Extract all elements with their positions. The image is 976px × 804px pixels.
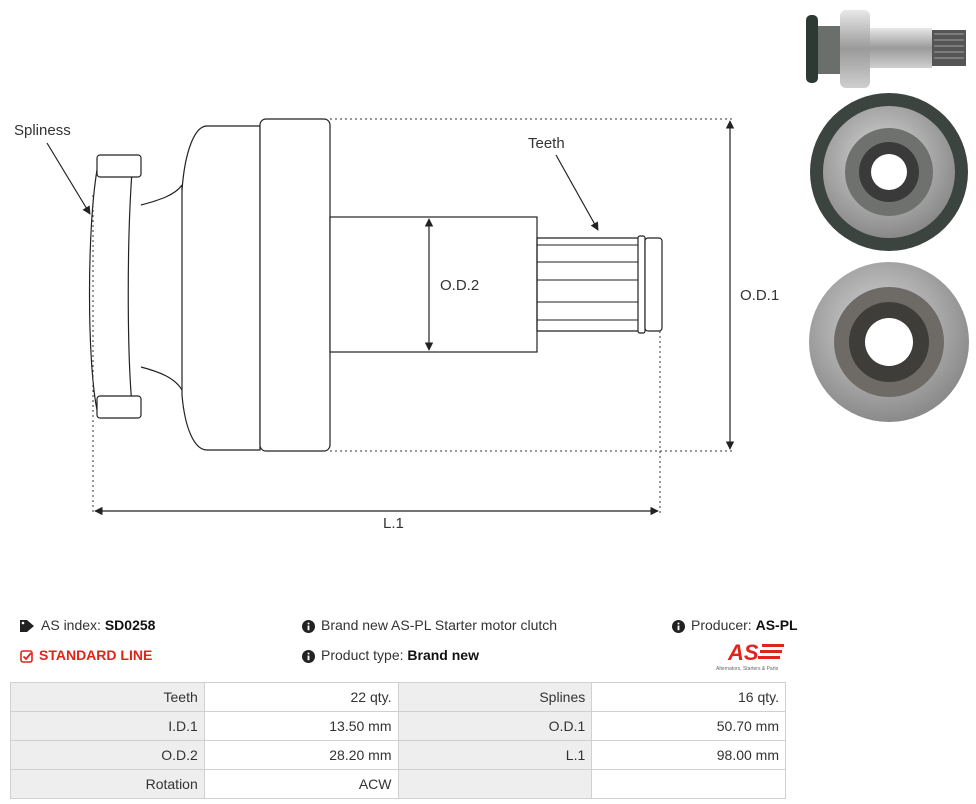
spec-value: 13.50 mm (203, 711, 399, 741)
product-type-label: Product type: (321, 647, 404, 663)
spec-value: 16 qty. (591, 682, 786, 712)
spliness-leader (46, 142, 91, 215)
product-type: Product type: Brand new (302, 647, 479, 663)
spec-key (397, 769, 593, 799)
spec-key: Teeth (10, 682, 205, 712)
table-row: Teeth 22 qty. Splines 16 qty. (10, 682, 786, 712)
logo-icon: AS (727, 640, 784, 665)
table-row: Rotation ACW (10, 769, 786, 799)
spec-key: Rotation (10, 769, 205, 799)
photo-rear-view (810, 93, 968, 251)
label-teeth: Teeth (528, 135, 565, 152)
label-l1: L.1 (383, 515, 404, 532)
info-circle-icon (302, 619, 315, 633)
spec-value: 50.70 mm (591, 711, 786, 741)
description-text: Brand new AS-PL Starter motor clutch (321, 617, 558, 633)
spec-key: O.D.1 (397, 711, 593, 741)
producer-label: Producer: (691, 617, 752, 633)
info-circle-icon (672, 619, 685, 633)
specs-table: Teeth 22 qty. Splines 16 qty. I.D.1 13.5… (10, 682, 786, 799)
product-photos (806, 10, 969, 422)
producer: Producer: AS-PL (672, 617, 798, 633)
tags-icon (20, 620, 34, 633)
photo-front-view (809, 262, 969, 422)
label-od1: O.D.1 (740, 287, 779, 304)
description: Brand new AS-PL Starter motor clutch (302, 617, 557, 633)
as-index-value: SD0258 (104, 617, 156, 633)
spec-value: 28.20 mm (203, 740, 399, 770)
producer-value: AS-PL (755, 617, 798, 633)
standard-line-label: STANDARD LINE (39, 647, 153, 663)
spec-key: I.D.1 (10, 711, 205, 741)
standard-line: STANDARD LINE (20, 647, 152, 663)
technical-drawing: Spliness Teeth O.D.2 O.D.1 L.1 (14, 118, 779, 532)
label-od2: O.D.2 (440, 277, 479, 294)
as-pl-logo: AS Alternators, Starters & Parts (716, 640, 796, 674)
spec-value (591, 769, 786, 799)
checkbox-icon (20, 649, 33, 663)
product-type-value: Brand new (407, 647, 479, 663)
spec-key: Splines (397, 682, 593, 712)
teeth-leader (555, 154, 599, 231)
spec-key: L.1 (397, 740, 593, 770)
table-row: I.D.1 13.50 mm O.D.1 50.70 mm (10, 711, 786, 741)
table-row: O.D.2 28.20 mm L.1 98.00 mm (10, 740, 786, 770)
svg-text:AS: AS (727, 640, 759, 665)
spec-value: 98.00 mm (591, 740, 786, 770)
as-index: AS index: SD0258 (20, 617, 155, 633)
info-circle-icon (302, 649, 315, 663)
spec-value: ACW (203, 769, 399, 799)
logo-tagline: Alternators, Starters & Parts (716, 666, 779, 672)
photo-side-view (806, 10, 966, 88)
as-index-label: AS index: (41, 617, 101, 633)
spec-key: O.D.2 (10, 740, 205, 770)
label-spliness: Spliness (14, 122, 71, 139)
spec-value: 22 qty. (203, 682, 399, 712)
